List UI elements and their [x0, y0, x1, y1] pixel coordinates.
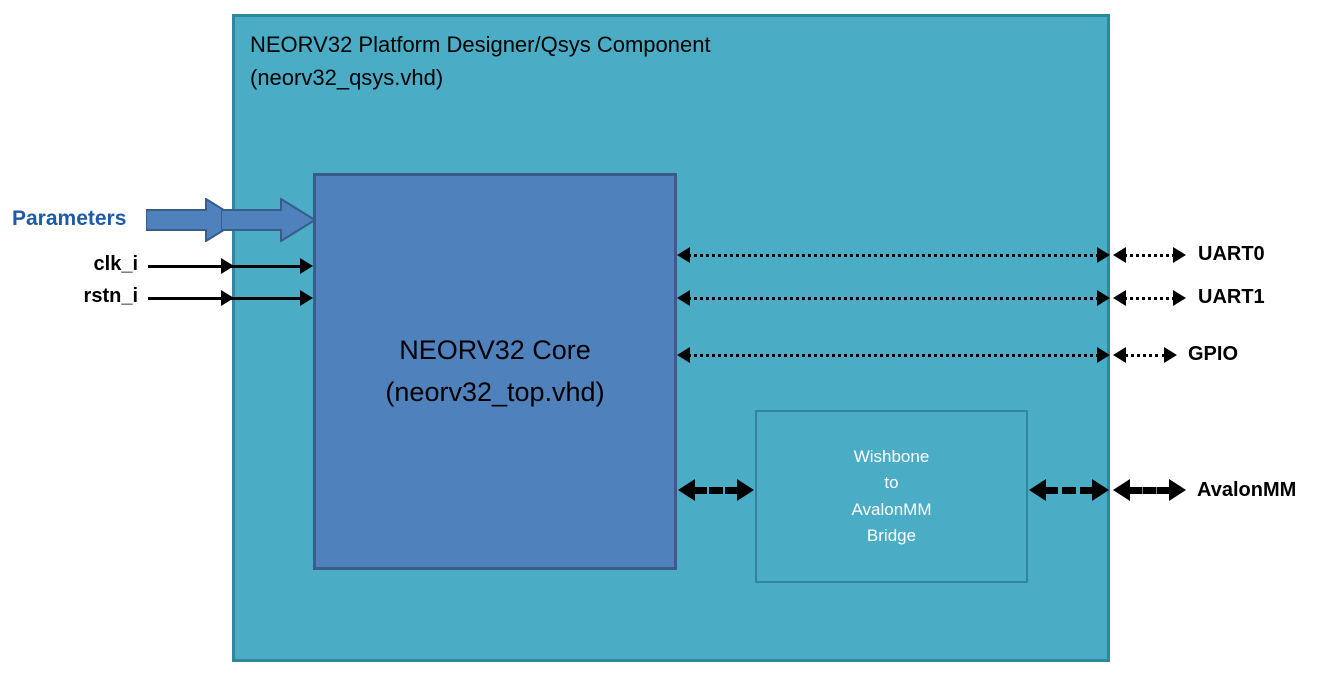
core-label-line-1: NEORV32 Core [399, 334, 591, 365]
uart1-connection-inner [677, 288, 1110, 308]
uart1-connection-outer [1113, 288, 1186, 308]
solid-line [148, 264, 223, 268]
arrowhead-right [1097, 247, 1110, 263]
rstn-i-label: rstn_i [83, 285, 138, 307]
arrowhead-right [1097, 347, 1110, 363]
dotted-line [1124, 296, 1175, 300]
dotted-line [1124, 353, 1166, 357]
parameters-block-arrow-inner [221, 198, 317, 242]
rstn-i-arrow-segment-2 [231, 288, 313, 308]
uart0-connection-outer [1113, 245, 1186, 265]
arrowhead-left [677, 347, 690, 363]
arrowhead-right [300, 290, 313, 306]
clk-i-arrow-segment-2 [231, 256, 313, 276]
gpio-connection-inner [677, 345, 1110, 365]
qsys-component-title: NEORV32 Platform Designer/Qsys Component… [250, 28, 711, 94]
dashed-line [1128, 486, 1171, 494]
qsys-title-line-1: NEORV32 Platform Designer/Qsys Component [250, 32, 711, 57]
arrowhead-left [1113, 290, 1126, 306]
avalonmm-label: AvalonMM [1197, 479, 1297, 501]
block-arrow-shape [221, 198, 317, 242]
avalonmm-connection-core-to-bridge [678, 478, 754, 502]
arrowhead-right [221, 290, 234, 306]
clk-i-arrow-segment-1 [148, 256, 234, 276]
arrowhead-left [678, 479, 695, 501]
uart1-label: UART1 [1198, 286, 1265, 308]
gpio-label: GPIO [1188, 343, 1239, 365]
arrowhead-right [1092, 479, 1109, 501]
dashed-line [1044, 486, 1094, 494]
clk-i-label: clk_i [93, 253, 138, 275]
qsys-title-line-2: (neorv32_qsys.vhd) [250, 65, 444, 90]
arrowhead-right [1097, 290, 1110, 306]
arrowhead-right [1173, 247, 1186, 263]
arrowhead-right [1164, 347, 1177, 363]
arrowhead-right [221, 258, 234, 274]
arrowhead-right [300, 258, 313, 274]
dashed-line [693, 486, 739, 494]
arrowhead-left [1113, 247, 1126, 263]
uart0-connection-inner [677, 245, 1110, 265]
bridge-label-line-1: Wishbone [853, 446, 930, 466]
avalonmm-connection-outer [1113, 478, 1186, 502]
dotted-line [688, 253, 1099, 257]
arrowhead-right [1173, 290, 1186, 306]
bridge-label-line-3: AvalonMM [851, 499, 932, 519]
bridge-label-line-4: Bridge [866, 525, 917, 545]
wishbone-bridge-box: Wishbone to AvalonMM Bridge [755, 410, 1028, 583]
uart0-label: UART0 [1198, 243, 1265, 265]
arrowhead-left [677, 247, 690, 263]
arrowhead-left [1029, 479, 1046, 501]
solid-line [231, 296, 302, 300]
solid-line [148, 296, 223, 300]
rstn-i-arrow-segment-1 [148, 288, 234, 308]
arrowhead-right [737, 479, 754, 501]
bridge-label-line-2: to [884, 473, 899, 493]
avalonmm-connection-bridge-to-edge [1029, 478, 1109, 502]
dotted-line [1124, 253, 1175, 257]
arrowhead-left [1113, 479, 1130, 501]
solid-line [231, 264, 302, 268]
core-label-line-2: (neorv32_top.vhd) [385, 376, 605, 407]
gpio-connection-outer [1113, 345, 1177, 365]
dotted-line [688, 296, 1099, 300]
arrowhead-left [1113, 347, 1126, 363]
dotted-line [688, 353, 1099, 357]
parameters-label: Parameters [12, 207, 127, 230]
arrowhead-left [677, 290, 690, 306]
arrowhead-right [1169, 479, 1186, 501]
neorv32-core-box: NEORV32 Core (neorv32_top.vhd) [313, 173, 677, 570]
